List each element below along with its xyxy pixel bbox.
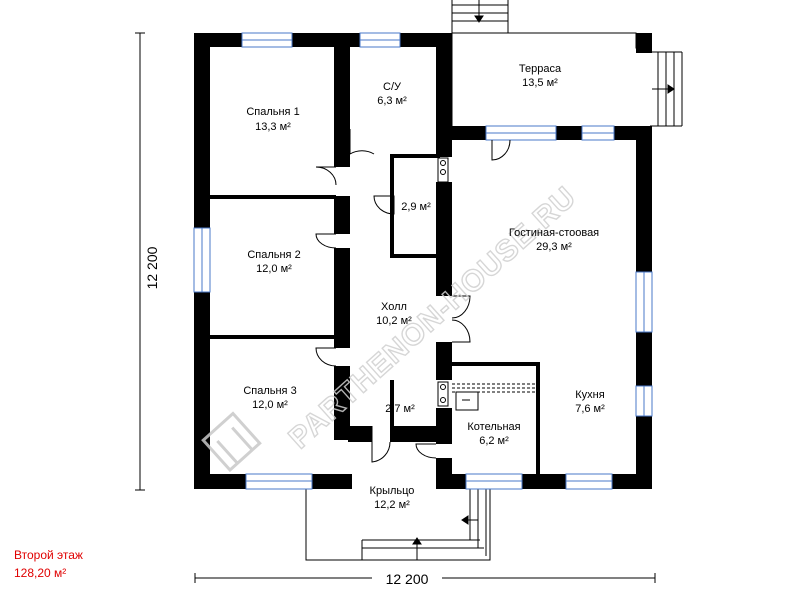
doors <box>315 129 511 463</box>
label-terrace-name: Терраса <box>519 63 562 75</box>
door-boiler <box>415 443 437 459</box>
terrace-outline <box>451 0 683 127</box>
label-storage-area: 2,7 м² <box>385 403 415 415</box>
label-kitchen-area: 7,6 м² <box>575 403 605 415</box>
terrace-steps-right <box>652 52 675 126</box>
door-living-terrace <box>491 139 511 161</box>
floor-name: Второй этаж <box>14 548 83 562</box>
dimension-height-label: 12 200 <box>144 246 160 289</box>
label-kitchen-name: Кухня <box>575 389 604 401</box>
chimney-markers <box>437 157 449 407</box>
door-bedroom3 <box>315 347 337 367</box>
label-bedroom2-name: Спальня 2 <box>247 249 300 261</box>
dimension-vertical <box>135 32 145 491</box>
label-terrace-area: 13,5 м² <box>522 77 558 89</box>
room-labels: Спальня 1 13,3 м² С/У 6,3 м² Терраса 13,… <box>243 63 605 511</box>
door-bedroom2 <box>315 233 337 249</box>
label-bedroom3-area: 12,0 м² <box>252 399 288 411</box>
walls <box>194 33 652 489</box>
door-bathroom <box>349 129 375 155</box>
door-hall-living-2 <box>451 319 471 343</box>
door-storage <box>371 426 391 463</box>
floor-area: 128,20 м² <box>14 566 67 580</box>
label-bathroom-area: 6,3 м² <box>377 95 407 107</box>
label-bathroom-name: С/У <box>383 81 402 93</box>
dimension-width-label: 12 200 <box>386 571 429 587</box>
label-living-name: Гостиная-стоовая <box>509 227 599 239</box>
label-bedroom1-area: 13,3 м² <box>255 121 291 133</box>
label-living-area: 29,3 м² <box>536 241 572 253</box>
label-porch-area: 12,2 м² <box>374 499 410 511</box>
window-inner-lines <box>201 39 645 482</box>
terrace-steps-top <box>452 0 509 33</box>
label-closet-area: 2,9 м² <box>401 201 431 213</box>
label-boiler-area: 6,2 м² <box>479 435 509 447</box>
porch-outline <box>305 488 491 561</box>
label-boiler-name: Котельная <box>467 421 520 433</box>
label-bedroom3-name: Спальня 3 <box>243 385 296 397</box>
label-hall-area: 10,2 м² <box>376 315 412 327</box>
door-closet <box>373 195 395 215</box>
windows <box>193 32 653 490</box>
label-hall-name: Холл <box>381 301 407 313</box>
boiler-fixtures <box>452 383 540 411</box>
door-hall-living-1 <box>451 295 471 319</box>
label-porch-name: Крыльцо <box>370 485 415 497</box>
label-bedroom2-area: 12,0 м² <box>256 263 292 275</box>
label-bedroom1-name: Спальня 1 <box>246 106 299 118</box>
door-bedroom1 <box>315 166 337 186</box>
